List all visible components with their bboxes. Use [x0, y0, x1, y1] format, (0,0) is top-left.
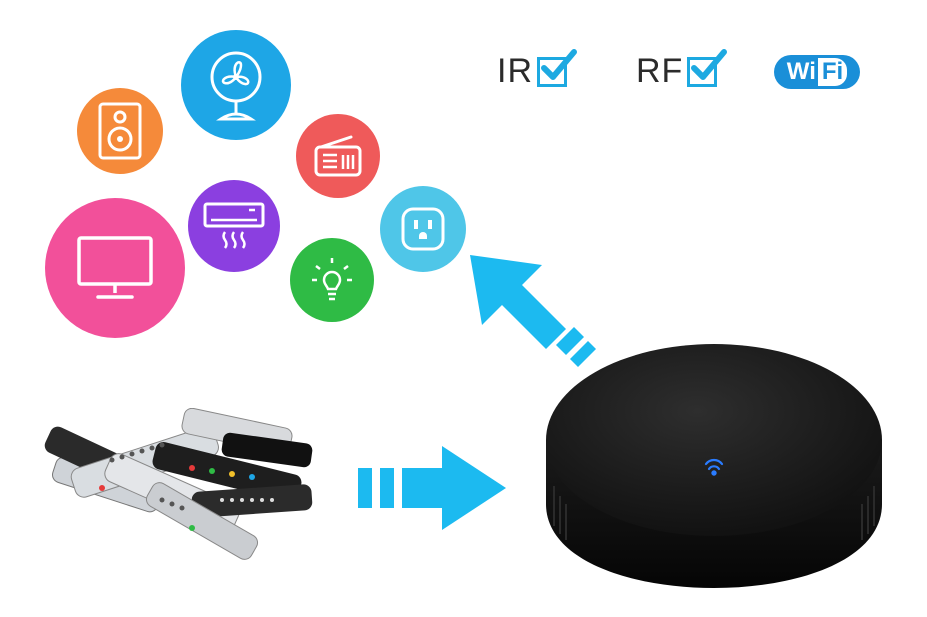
speaker-icon	[98, 102, 142, 160]
air-conditioner-icon	[203, 202, 265, 249]
tv-icon	[77, 236, 153, 299]
smart-ir-hub-image	[546, 344, 882, 588]
rf-feature: RF	[636, 48, 728, 91]
wifi-fi-text: Fi	[817, 58, 848, 86]
light-bulb-circle	[290, 238, 374, 322]
smart-plug-icon	[401, 207, 445, 251]
fan-icon	[210, 51, 262, 121]
ir-check-icon	[537, 48, 577, 87]
radio-icon	[314, 135, 362, 177]
arrow-right-icon	[358, 446, 506, 530]
speaker-circle	[77, 88, 163, 174]
smart-plug-circle	[380, 186, 466, 272]
rf-label: RF	[636, 52, 684, 90]
ir-feature: IR	[497, 48, 577, 91]
ir-label: IR	[497, 52, 533, 90]
air-conditioner-circle	[188, 180, 280, 272]
wifi-wi-text: Wi	[786, 58, 816, 85]
fan-circle	[181, 30, 291, 140]
hub-led-icon	[704, 458, 724, 476]
remote-controls-image	[44, 408, 313, 560]
light-bulb-icon	[312, 258, 352, 301]
radio-circle	[296, 114, 380, 198]
rf-check-icon	[687, 48, 728, 87]
tv-circle	[45, 198, 185, 338]
arrow-up-left-icon	[470, 255, 596, 367]
